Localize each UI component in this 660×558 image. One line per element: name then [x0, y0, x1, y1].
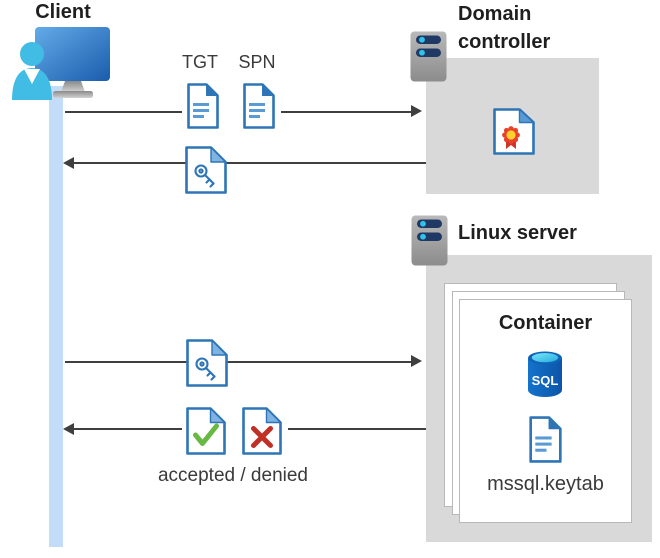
arrow-linux-to-client-head — [63, 423, 74, 435]
container-title: Container — [498, 312, 593, 334]
arrow-client-to-linux-line — [65, 361, 411, 363]
person-head — [20, 42, 44, 66]
linux-server-title: Linux server — [458, 222, 577, 244]
tgt-label: TGT — [182, 52, 218, 72]
client-computer-person-icon — [12, 27, 110, 100]
ticket-key-document-icon — [186, 339, 228, 387]
container-page-front — [459, 299, 632, 523]
linux-server-icon — [411, 215, 448, 266]
monitor-icon — [35, 27, 110, 81]
arrow-linux-to-client-line — [288, 428, 426, 430]
arrow-dc-to-client-line — [73, 162, 426, 164]
x-icon — [251, 426, 273, 448]
arrow-client-to-dc-line — [65, 111, 182, 113]
ticket-key-document-icon — [185, 146, 227, 194]
keytab-document-icon — [529, 416, 562, 463]
arrow-client-to-dc-head — [411, 105, 422, 117]
certificate-ribbon-icon — [502, 126, 520, 149]
arrow-linux-to-client-line — [73, 428, 182, 430]
domain-controller-title-line1: Domain — [458, 3, 532, 25]
certificate-document-icon — [493, 108, 535, 155]
arrow-client-to-linux-head — [411, 355, 422, 367]
arrow-client-to-dc-line — [281, 111, 412, 113]
sql-badge-text: SQL — [532, 373, 559, 388]
client-title: Client — [35, 1, 91, 23]
keytab-filename-label: mssql.keytab — [487, 473, 604, 495]
domain-controller-title: Domain controller — [458, 0, 550, 56]
arrow-dc-to-client-head — [63, 157, 74, 169]
accepted-check-document-icon — [186, 407, 226, 455]
checkmark-icon — [193, 423, 219, 446]
spn-document-icon — [243, 83, 275, 129]
person-collar — [24, 69, 40, 84]
spn-label: SPN — [238, 52, 276, 72]
monitor-base — [53, 91, 93, 98]
key-icon — [195, 357, 216, 381]
domain-controller-server-icon — [410, 31, 447, 82]
denied-x-document-icon — [242, 407, 282, 455]
client-lifeline — [49, 86, 63, 547]
tgt-document-icon — [187, 83, 219, 129]
key-icon — [194, 164, 215, 188]
sql-database-icon: SQL — [528, 351, 562, 397]
monitor-stand — [61, 81, 85, 92]
domain-controller-title-line2: controller — [458, 31, 551, 53]
accepted-denied-label: accepted / denied — [157, 465, 308, 486]
